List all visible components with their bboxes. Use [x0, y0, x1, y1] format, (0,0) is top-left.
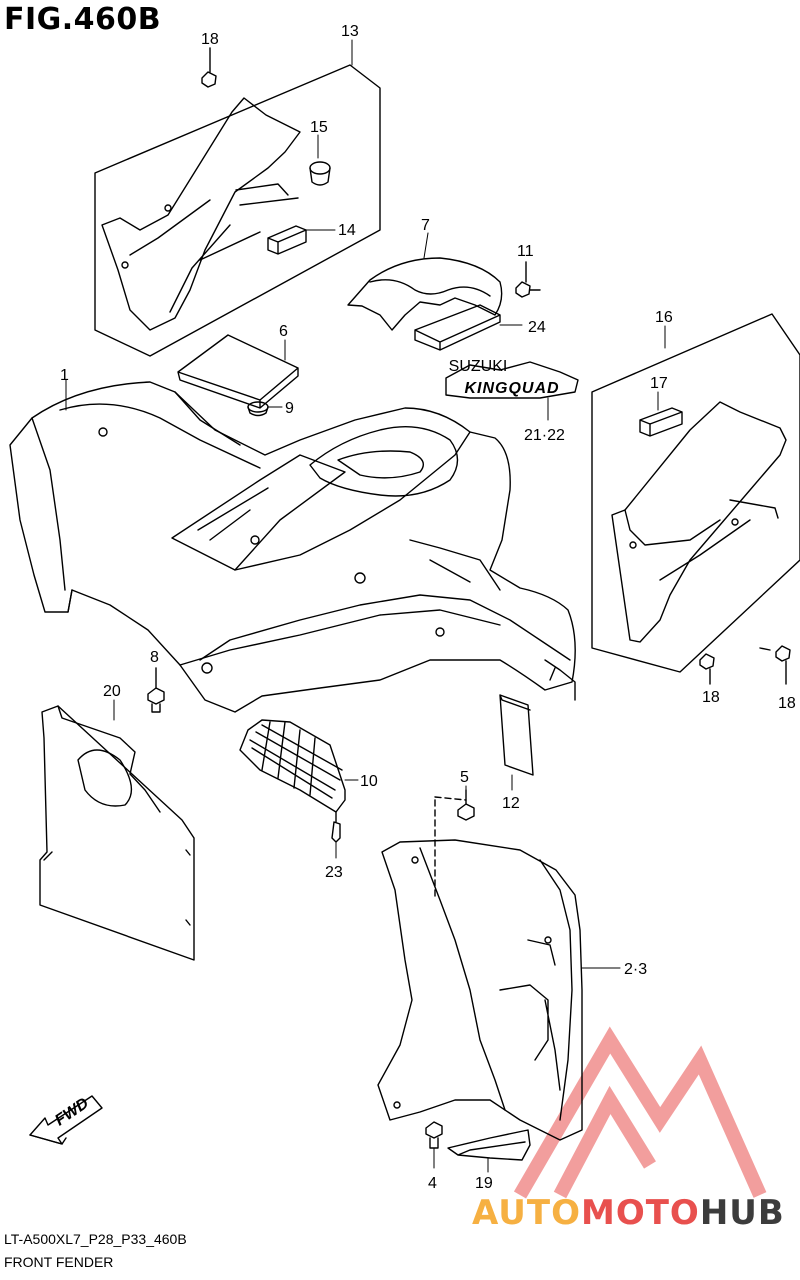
part-17-foam-pad	[639, 407, 683, 437]
footer-name: FRONT FENDER	[4, 1254, 114, 1270]
leader-lines	[65, 39, 666, 1173]
watermark-part-auto: AUTO	[472, 1193, 581, 1233]
watermark-text: AUTOMOTOHUB	[472, 1193, 785, 1233]
callout-19: 19	[475, 1175, 493, 1192]
part-21-22-badge	[445, 361, 579, 399]
part-19-flap	[447, 1129, 531, 1161]
part-10-grille	[239, 719, 346, 823]
part-14-foam-pad	[267, 225, 307, 255]
part-4-clip	[425, 1121, 443, 1149]
part-7-upper-cover	[347, 257, 503, 331]
callout-21-22: 21·22	[524, 427, 565, 444]
part-15-grommet	[309, 161, 331, 186]
badge-text: KINGQUAD	[464, 380, 559, 397]
group-box-16	[591, 313, 800, 673]
part-24-pad	[414, 304, 501, 351]
part-13-inner-panel	[101, 97, 301, 331]
part-5-clip	[457, 789, 475, 821]
badge-small-text: SUZUKI	[449, 358, 508, 375]
group-box-13	[94, 64, 381, 357]
part-20-plate	[39, 705, 195, 961]
callout-6: 6	[279, 323, 288, 340]
callout-10: 10	[360, 773, 378, 790]
watermark-part-moto: MOTO	[580, 1193, 700, 1233]
figure-title: FIG.460B	[4, 2, 162, 37]
part-9-grommet	[247, 401, 269, 417]
callout-23: 23	[325, 864, 343, 881]
callout-18-top: 18	[201, 31, 219, 48]
part-18-screw-right-b	[759, 645, 791, 685]
watermark-logo-icon	[513, 1026, 767, 1199]
callout-8: 8	[150, 649, 159, 666]
callout-7: 7	[421, 217, 430, 234]
callout-2-3: 2·3	[624, 961, 647, 978]
callout-12: 12	[502, 795, 520, 812]
part-8-clip	[147, 667, 165, 713]
callout-1: 1	[60, 367, 69, 384]
watermark-part-hub: HUB	[699, 1193, 785, 1233]
part-16-inner-panel	[611, 401, 787, 643]
callout-16: 16	[655, 309, 673, 326]
part-2-3-mud-guard	[377, 839, 583, 1141]
part-23-screw	[331, 821, 341, 843]
callout-20: 20	[103, 683, 121, 700]
callout-9: 9	[285, 400, 294, 417]
part-12-pad	[499, 694, 534, 776]
callout-18-right-a: 18	[702, 689, 720, 706]
callout-11: 11	[517, 243, 534, 260]
callout-labels: 1 13 18 15 14 7 11 24 6 9 21·22 16 17 18…	[60, 23, 796, 1192]
part-18-screw-right-a	[699, 653, 715, 685]
footer-code: LT-A500XL7_P28_P33_460B	[4, 1231, 187, 1247]
part-11-bolt	[515, 261, 541, 298]
callout-24: 24	[528, 319, 546, 336]
part-1-front-fender	[9, 381, 576, 713]
callout-13: 13	[341, 23, 359, 40]
part-6-lid	[177, 334, 299, 409]
callout-15: 15	[310, 119, 328, 136]
callout-4: 4	[428, 1175, 437, 1192]
callout-17: 17	[650, 375, 668, 392]
callout-18-right-b: 18	[778, 695, 796, 712]
part-18-screw-top	[201, 47, 217, 88]
callout-5: 5	[460, 769, 469, 786]
callout-14: 14	[338, 222, 356, 239]
fwd-arrow-icon	[29, 1095, 103, 1145]
